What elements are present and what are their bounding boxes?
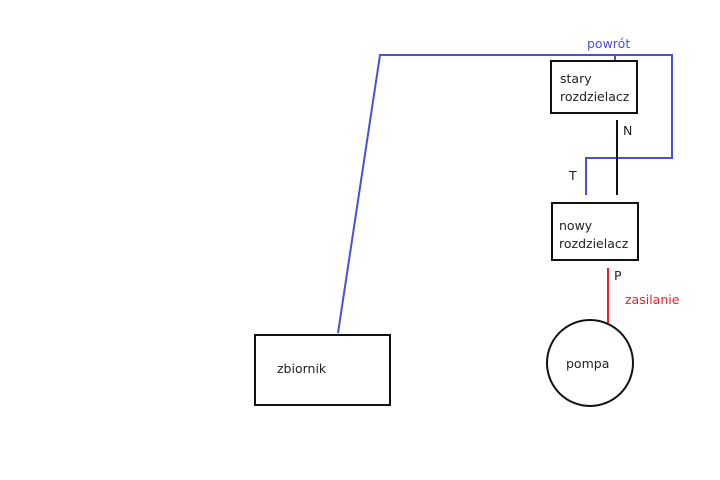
pump-circle: [546, 319, 634, 407]
n-label: N: [623, 123, 632, 138]
old-manifold-box: [550, 60, 638, 114]
pump-label: pompa: [566, 356, 609, 371]
return-label: powrót: [587, 36, 630, 51]
tank-box: [254, 334, 391, 406]
old-manifold-label-2: rozdzielacz: [560, 89, 630, 104]
return-line: [337, 54, 673, 334]
old-manifold-label-1: stary: [560, 71, 592, 86]
new-manifold-box: [551, 202, 639, 261]
t-label: T: [568, 168, 577, 183]
supply-label: zasilanie: [625, 292, 680, 307]
new-manifold-label-2: rozdzielacz: [559, 236, 629, 251]
new-manifold-label-1: nowy: [559, 218, 593, 233]
p-label: P: [614, 268, 622, 283]
tank-label: zbiornik: [277, 361, 327, 376]
